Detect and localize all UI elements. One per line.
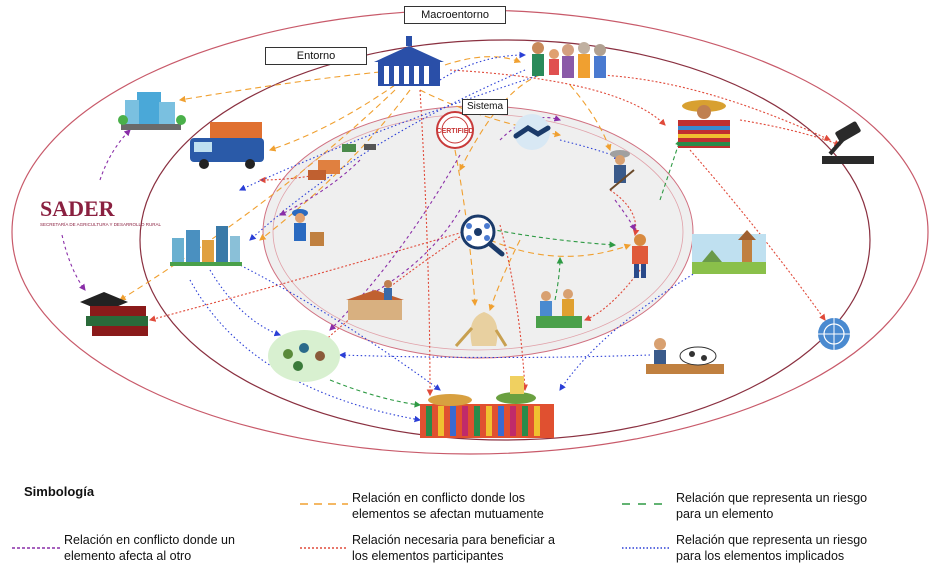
legend-swatch-conflict-mutual xyxy=(300,503,348,505)
legend-text-conflict-mutual-2: elementos se afectan mutuamente xyxy=(352,507,544,521)
legend-swatch-risk-shared xyxy=(622,547,670,549)
legend-text-conflict-one-2: elemento afecta al otro xyxy=(64,549,192,563)
diagram-canvas: CERTIFIED SADER xyxy=(11,9,929,455)
sader-title: SADER xyxy=(40,196,116,221)
legend-text-risk-shared-2: para los elementos implicados xyxy=(676,549,845,563)
legend-text-risk-element-2: para un elemento xyxy=(676,507,774,521)
legend: Simbología Relación en conflicto donde l… xyxy=(0,470,938,582)
legend-text-benefit-1: Relación necesaria para beneficiar a xyxy=(352,533,555,547)
family-icon xyxy=(532,42,606,78)
child-icon xyxy=(632,234,648,278)
entorno-label: Entorno xyxy=(265,47,367,65)
market-icon xyxy=(346,280,404,320)
seed-sack-icon xyxy=(454,312,508,347)
city-icon xyxy=(170,226,242,266)
legend-text-conflict-one-1: Relación en conflicto donde un xyxy=(64,533,235,547)
legend-swatch-benefit xyxy=(300,547,348,549)
farmers-group-icon xyxy=(536,289,582,328)
farmer-icon xyxy=(609,150,635,191)
money-exchange-icon xyxy=(308,144,376,180)
ecosystem-diagram: CERTIFIED SADER xyxy=(11,6,929,455)
truck-icon xyxy=(190,122,264,169)
livestock-icon xyxy=(646,338,724,374)
community-icon xyxy=(268,330,340,382)
legend-text-risk-shared-1: Relación que representa un riesgo xyxy=(676,533,868,547)
legend-text-risk-element-1: Relación que representa un riesgo xyxy=(676,491,868,505)
mexican-man-icon xyxy=(678,100,730,148)
legend-swatch-risk-element xyxy=(622,503,670,505)
landscape-icon xyxy=(692,230,766,274)
sistema-label: Sistema xyxy=(462,99,508,115)
government-building-icon xyxy=(374,36,444,86)
legend-text-conflict-mutual-1: Relación en conflicto donde los xyxy=(352,491,526,505)
sader-logo: SADER SECRETARÍA DE AGRICULTURA Y DESARR… xyxy=(40,196,161,227)
delivery-man-icon xyxy=(292,209,324,246)
graduation-books-icon xyxy=(80,292,148,336)
craft-market-icon xyxy=(420,376,554,438)
legend-title: Simbología xyxy=(24,484,95,499)
relation-lines xyxy=(61,51,842,423)
gavel-icon xyxy=(822,121,874,164)
un-emblem-icon xyxy=(818,318,850,350)
certified-text: CERTIFIED xyxy=(437,128,474,135)
sader-subtitle: SECRETARÍA DE AGRICULTURA Y DESARROLLO R… xyxy=(40,221,161,227)
legend-text-benefit-2: los elementos participantes xyxy=(352,549,504,563)
legend-swatch-conflict-one xyxy=(12,547,60,549)
handshake-icon xyxy=(513,114,551,150)
entorno-ring xyxy=(139,39,871,441)
office-building-icon xyxy=(118,92,186,130)
certified-stamp-icon: CERTIFIED xyxy=(436,111,474,149)
magnifier-network-icon xyxy=(460,214,505,257)
macroentorno-label: Macroentorno xyxy=(404,6,506,24)
